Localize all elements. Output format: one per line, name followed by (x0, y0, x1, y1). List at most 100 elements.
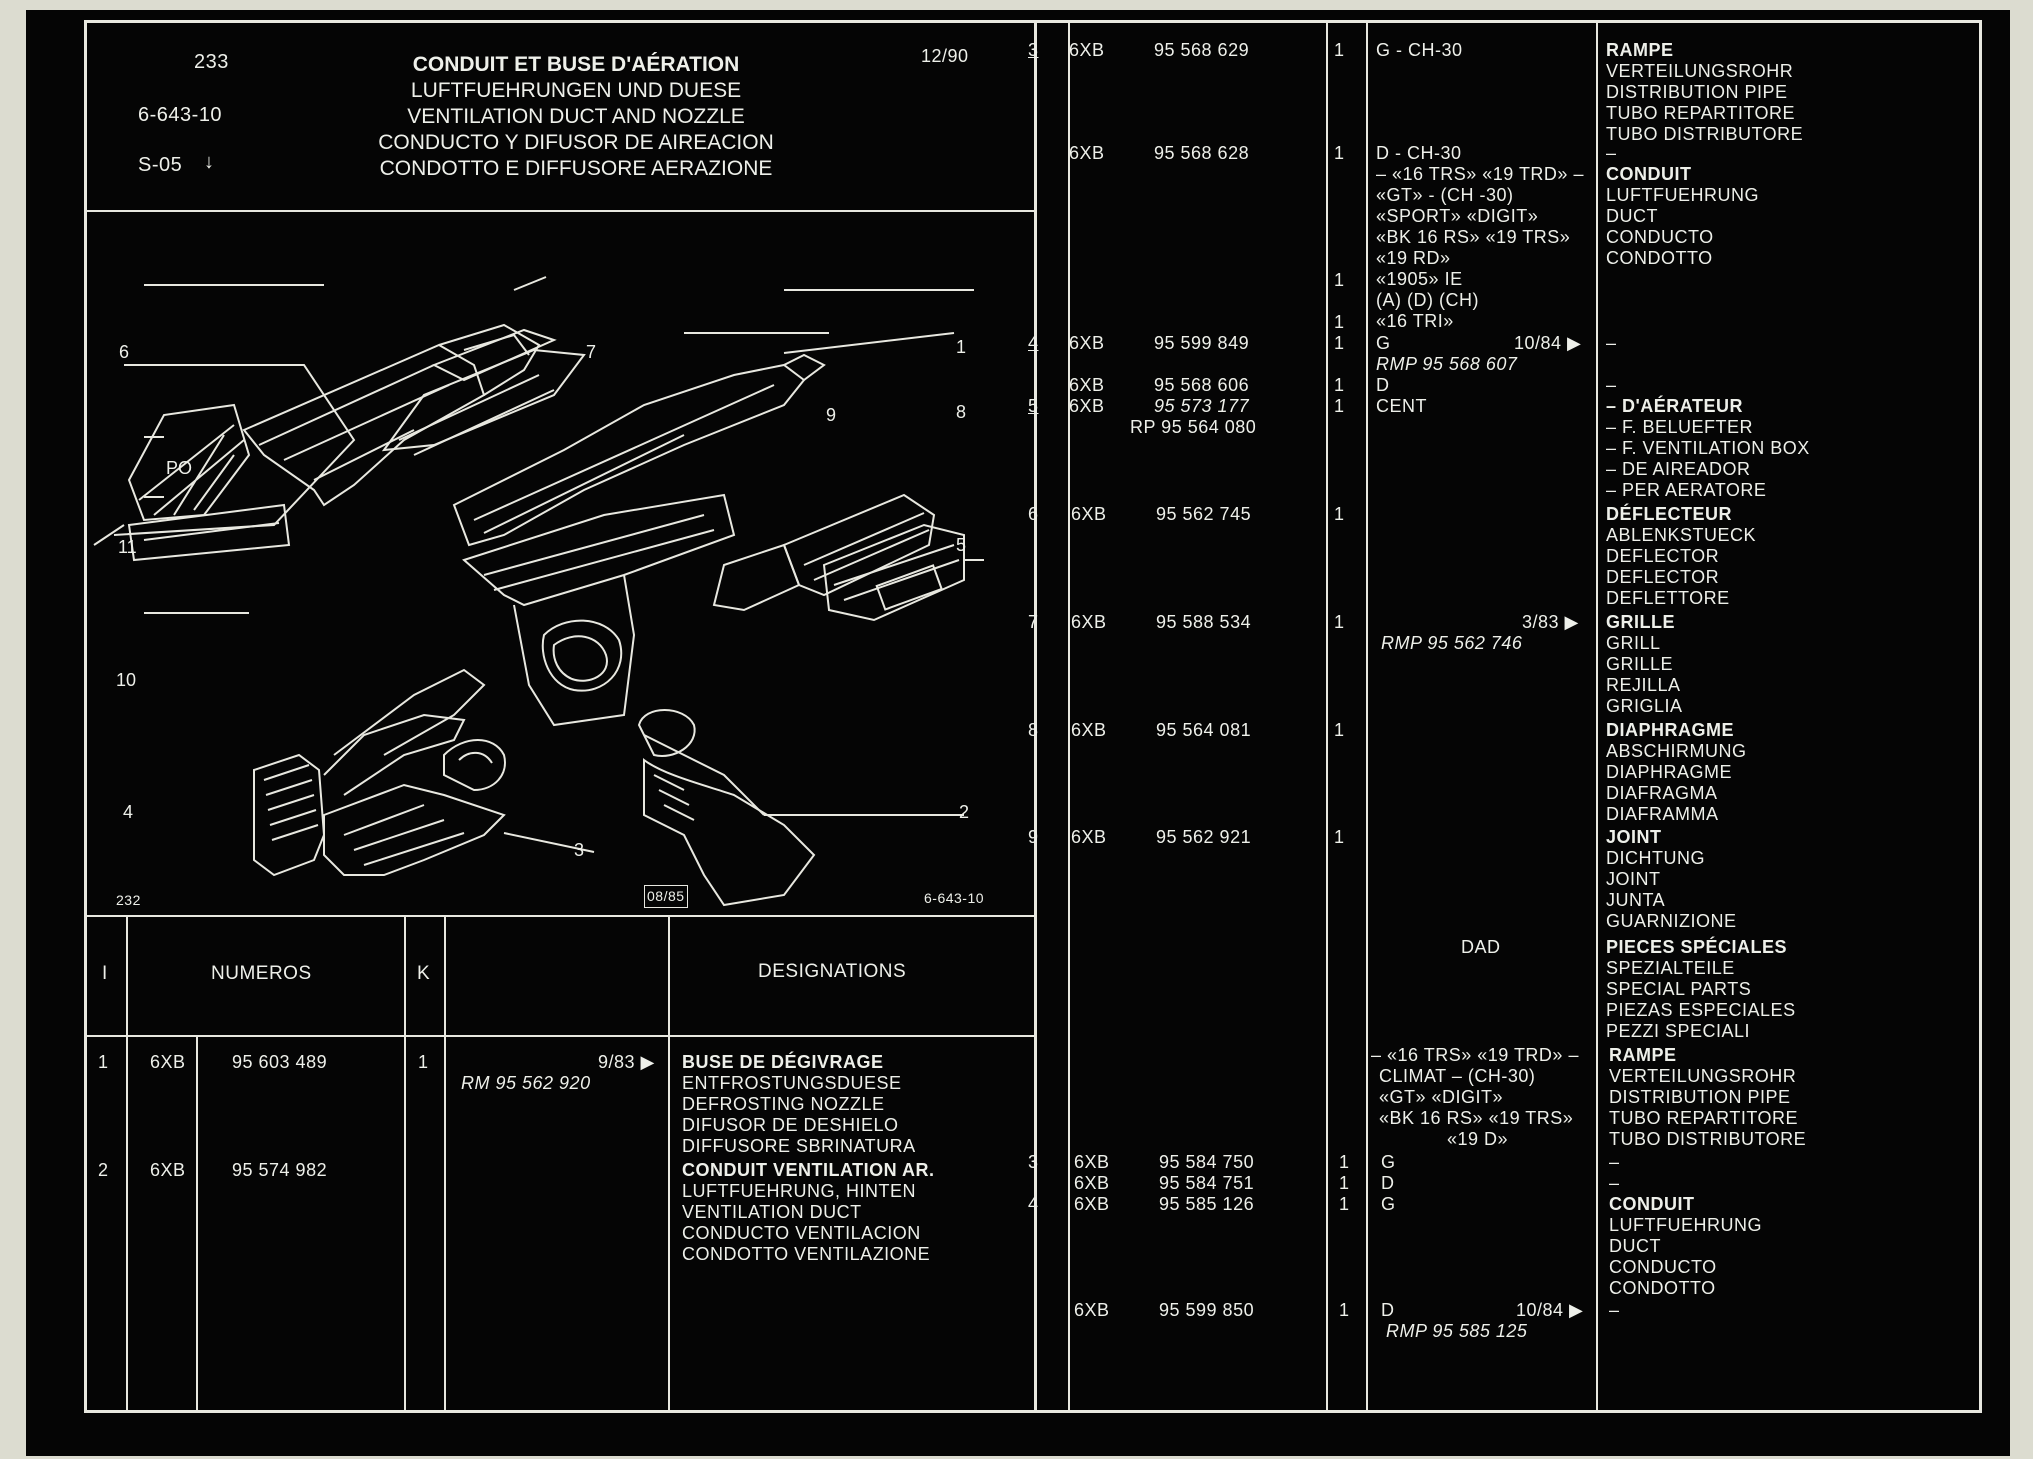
inset-po (113, 364, 356, 536)
r7-ref: RMP 95 562 746 (1381, 633, 1523, 653)
header-col-numbers: NUMEROS (211, 963, 312, 984)
series-code: S-05 (138, 154, 183, 176)
r2-number: 95 568 628 (1154, 143, 1250, 163)
r11-prefix: 6XB (1074, 1173, 1110, 1193)
r7-item: 7 (1028, 612, 1039, 632)
dad-label: DAD (1461, 937, 1501, 957)
part-6-duct (242, 343, 486, 507)
r12-prefix: 6XB (1074, 1194, 1110, 1214)
r3-ref: RMP 95 568 607 (1376, 354, 1518, 374)
r5-item: 5 (1028, 396, 1039, 416)
title-en: VENTILATION DUCT AND NOZZLE (407, 105, 745, 128)
callout-1: 1 (956, 337, 967, 357)
page-number: 233 (194, 51, 229, 73)
left-row2-item: 2 (98, 1160, 109, 1180)
r3-remark: G (1376, 333, 1391, 353)
r5-prefix: 6XB (1069, 396, 1105, 416)
left-row1-number: 95 603 489 (232, 1052, 328, 1072)
diagram-date-ref: 08/85 (644, 885, 688, 908)
r4-prefix: 6XB (1069, 375, 1105, 395)
left-row1-prefix: 6XB (150, 1052, 186, 1072)
r4-number: 95 568 606 (1154, 375, 1250, 395)
left-row1-date: 9/83 ▶ (598, 1052, 655, 1072)
callout-7: 7 (586, 342, 597, 362)
callout-4: 4 (123, 802, 134, 822)
r6-item: 6 (1028, 504, 1039, 524)
callout-6: 6 (119, 342, 130, 362)
part-5-aerator (822, 523, 965, 622)
r6-number: 95 562 745 (1156, 504, 1252, 524)
r13-number: 95 599 850 (1159, 1300, 1255, 1320)
r12-item: 4 (1028, 1194, 1039, 1214)
r3-prefix: 6XB (1069, 333, 1105, 353)
r11-remark: D (1381, 1173, 1395, 1193)
r3-date: 10/84 ▶ (1514, 333, 1582, 353)
r13-remark: D (1381, 1300, 1395, 1320)
r13-ref: RMP 95 585 125 (1386, 1321, 1528, 1341)
r12-number: 95 585 126 (1159, 1194, 1255, 1214)
dad-designations: PIECES SPÉCIALES SPEZIALTEILE SPECIAL PA… (1606, 937, 1796, 1041)
r7-designations: GRILLE GRILL GRILLE REJILLA GRIGLIA (1606, 612, 1683, 716)
r10-remark: G (1381, 1152, 1396, 1172)
r11-number: 95 584 751 (1159, 1173, 1255, 1193)
r8-item: 8 (1028, 720, 1039, 740)
r13-des: – (1609, 1300, 1620, 1320)
diagram-page-ref: 232 (116, 892, 141, 908)
r1-item: 3 (1028, 40, 1039, 60)
callout-2: 2 (959, 802, 970, 822)
r4-qty: 1 (1334, 375, 1345, 395)
group-code: 6-643-10 (138, 104, 223, 126)
r9-prefix: 6XB (1071, 827, 1107, 847)
r1-designations: RAMPE VERTEILUNGSROHR DISTRIBUTION PIPE … (1606, 40, 1804, 144)
microfiche-sheet: 233 6-643-10 S-05 ↓ 12/90 CONDUIT ET BUS… (26, 10, 2010, 1456)
left-row2-number: 95 574 982 (232, 1160, 328, 1180)
r1-remark: G - CH-30 (1376, 40, 1463, 60)
r9-qty: 1 (1334, 827, 1345, 847)
series-arrow-icon: ↓ (204, 151, 215, 173)
part-1-distribution-pipe (452, 363, 806, 547)
r10-item: 3 (1028, 1152, 1039, 1172)
r11-qty: 1 (1339, 1173, 1350, 1193)
left-row1-ref: RM 95 562 920 (461, 1073, 591, 1093)
r7-date: 3/83 ▶ (1522, 612, 1579, 632)
left-row2-designations: CONDUIT VENTILATION AR. LUFTFUEHRUNG, HI… (682, 1160, 935, 1264)
left-row2-prefix: 6XB (150, 1160, 186, 1180)
r5-number: 95 573 177 (1154, 396, 1250, 416)
callout-9: 9 (826, 405, 837, 425)
r13-date: 10/84 ▶ (1516, 1300, 1584, 1320)
part-2-rear-duct (643, 758, 816, 907)
r8-designations: DIAPHRAGME ABSCHIRMUNG DIAPHRAGME DIAFRA… (1606, 720, 1747, 824)
header-col-designations: DESIGNATIONS (758, 961, 907, 982)
left-row1-designations: BUSE DE DÉGIVRAGE ENTFROSTUNGSDUESE DEFR… (682, 1052, 916, 1156)
callout-11: 11 (118, 537, 137, 557)
r10-qty: 1 (1339, 1152, 1350, 1172)
callout-3: 3 (574, 840, 585, 860)
r3-item: 4 (1028, 333, 1039, 353)
r2-prefix: 6XB (1069, 143, 1105, 163)
r2-qty3: 1 (1334, 312, 1345, 332)
r6-prefix: 6XB (1071, 504, 1107, 524)
part-10-frame (127, 503, 291, 562)
r9-item: 9 (1028, 827, 1039, 847)
r4-des: – (1606, 375, 1617, 395)
r10-des: – (1609, 1152, 1620, 1172)
r8-prefix: 6XB (1071, 720, 1107, 740)
r6-designations: DÉFLECTEUR ABLENKSTUECK DEFLECTOR DEFLEC… (1606, 504, 1757, 608)
r2-designations: – CONDUIT LUFTFUEHRUNG DUCT CONDUCTO CON… (1606, 143, 1759, 268)
central-block (462, 493, 736, 607)
left-row1-item: 1 (98, 1052, 109, 1072)
r3-number: 95 599 849 (1154, 333, 1250, 353)
r6-qty: 1 (1334, 504, 1345, 524)
r12-remark: G (1381, 1194, 1396, 1214)
r2-qty: 1 (1334, 143, 1345, 163)
r10-prefix: 6XB (1074, 1152, 1110, 1172)
r1-number: 95 568 629 (1154, 40, 1250, 60)
r13-qty: 1 (1339, 1300, 1350, 1320)
r5-designations: – D'AÉRATEUR – F. BELUEFTER – F. VENTILA… (1606, 396, 1810, 500)
r13-prefix: 6XB (1074, 1300, 1110, 1320)
r5-qty: 1 (1334, 396, 1345, 416)
r2-qty2: 1 (1334, 270, 1345, 290)
r7-prefix: 6XB (1071, 612, 1107, 632)
inset-label: PO (166, 458, 193, 478)
callout-8: 8 (956, 402, 967, 422)
